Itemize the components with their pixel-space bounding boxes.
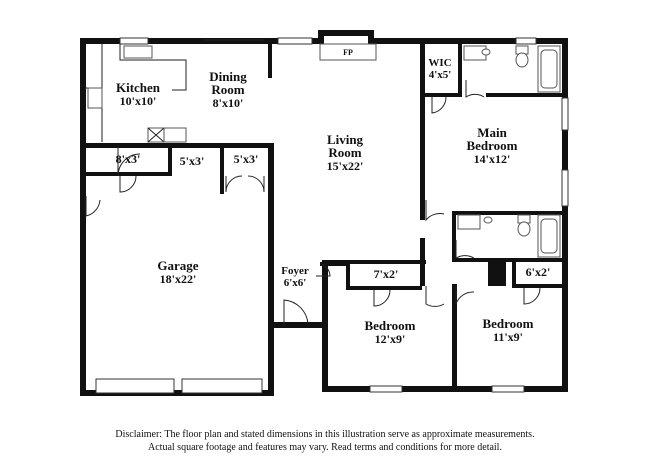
living-label-1: Living [327, 132, 364, 147]
disclaimer: Disclaimer: The floor plan and stated di… [0, 428, 650, 454]
bedroom-3-dim: 11'x9' [493, 330, 523, 344]
closet-5x3-b-dim: 5'x3' [234, 152, 259, 166]
fireplace-label: FP [343, 48, 353, 57]
wic-dim: 4'x5' [429, 69, 452, 81]
room-labels: Kitchen 10'x10' Dining Room 8'x10' FP Li… [116, 48, 551, 346]
garage-dim: 18'x22' [160, 272, 197, 286]
disclaimer-line-1: Disclaimer: The floor plan and stated di… [115, 429, 535, 440]
disclaimer-line-2: Actual square footage and features may v… [148, 442, 502, 453]
dining-label-1: Dining [209, 69, 247, 84]
dining-dim: 8'x10' [213, 96, 244, 110]
kitchen-label: Kitchen [116, 80, 161, 95]
main-bedroom-label-1: Main [477, 125, 507, 140]
closet-7x2-dim: 7'x2' [374, 267, 399, 281]
foyer-label: Foyer [281, 265, 309, 277]
foyer-dim: 6'x6' [284, 277, 307, 289]
wic-label: WIC [428, 57, 451, 69]
living-label-2: Room [328, 145, 361, 160]
doors [85, 80, 541, 326]
garage-label: Garage [157, 258, 198, 273]
closet-5x3-a-dim: 5'x3' [180, 154, 205, 168]
fixtures [86, 39, 561, 258]
dining-label-2: Room [211, 82, 244, 97]
main-bedroom-dim: 14'x12' [474, 152, 511, 166]
bedroom-2-label: Bedroom [364, 318, 415, 333]
closet-8x3-dim: 8'x3' [116, 152, 141, 166]
floor-plan: Kitchen 10'x10' Dining Room 8'x10' FP Li… [80, 30, 569, 396]
main-bedroom-label-2: Bedroom [466, 138, 517, 153]
interior-walls [80, 44, 568, 390]
bedroom-3-label: Bedroom [482, 316, 533, 331]
closet-6x2-dim: 6'x2' [526, 265, 551, 279]
kitchen-dim: 10'x10' [120, 94, 157, 108]
living-dim: 15'x22' [327, 159, 364, 173]
bedroom-2-dim: 12'x9' [375, 332, 406, 346]
windows [95, 37, 569, 394]
